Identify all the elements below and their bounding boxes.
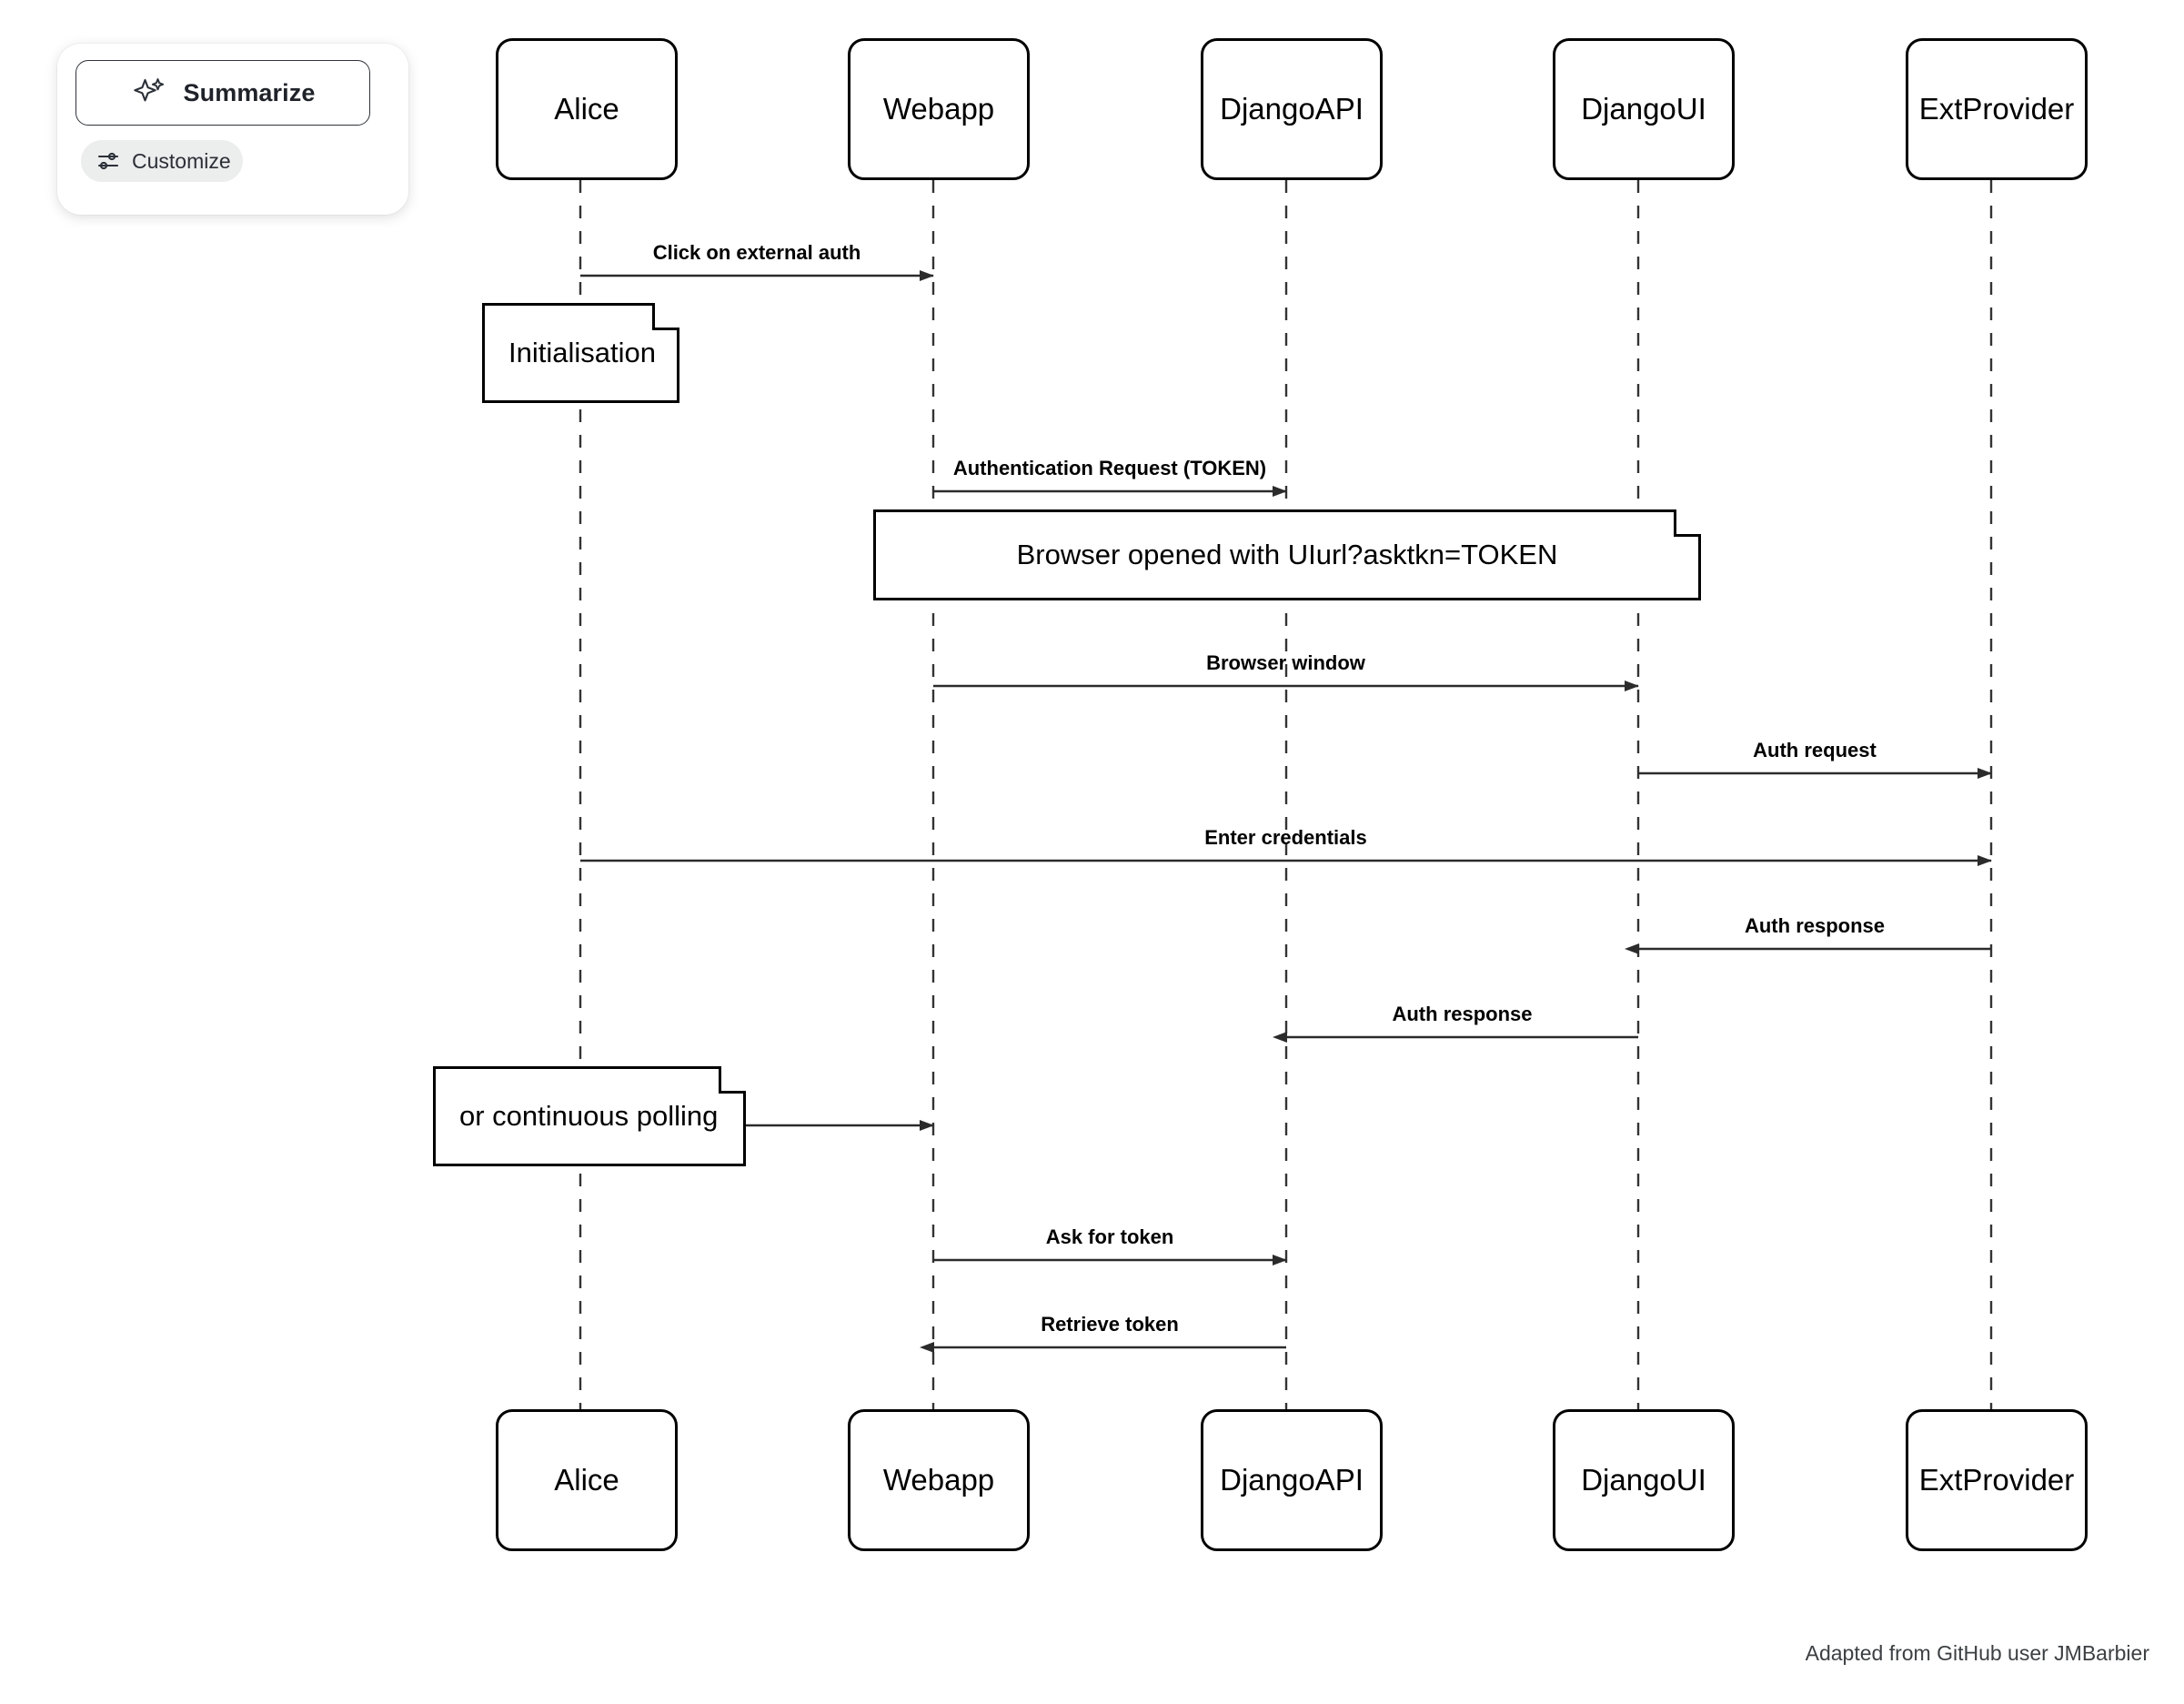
note-text: Browser opened with UIurl?asktkn=TOKEN [1016, 539, 1558, 570]
participant-box-alice-bottom[interactable]: Alice [496, 1409, 678, 1551]
diagram-credit: Adapted from GitHub user JMBarbier [1805, 1641, 2149, 1665]
summarize-button-label: Summarize [183, 78, 316, 106]
ai-assistant-panel: Summarize Customize [57, 44, 408, 215]
participant-box-alice-top[interactable]: Alice [496, 38, 678, 180]
participant-box-djangoapi-bottom[interactable]: DjangoAPI [1201, 1409, 1383, 1551]
message-label-5: Auth response [1744, 914, 1886, 937]
participant-label: Webapp [882, 92, 995, 126]
message-label-2: Browser window [1206, 651, 1365, 674]
participant-box-webapp-bottom[interactable]: Webapp [848, 1409, 1030, 1551]
note-initialisation[interactable]: Initialisation [482, 299, 682, 403]
participant-box-extprovider-top[interactable]: ExtProvider [1906, 38, 2088, 180]
customize-button-label: Customize [132, 148, 231, 173]
participant-label: DjangoUI [1581, 1463, 1706, 1497]
message-label-0: Click on external auth [652, 241, 861, 264]
participant-label: DjangoUI [1581, 92, 1706, 126]
participant-label: ExtProvider [1918, 92, 2075, 126]
message-label-6: Auth response [1392, 1003, 1533, 1025]
lifelines-group [579, 180, 1993, 1409]
participant-box-djangoapi-top[interactable]: DjangoAPI [1201, 38, 1383, 180]
participant-label: Webapp [882, 1463, 995, 1497]
participant-label: ExtProvider [1918, 1463, 2075, 1497]
note-fold-corner [651, 299, 682, 330]
note-browser-opened[interactable]: Browser opened with UIurl?asktkn=TOKEN [873, 506, 1704, 600]
note-continuous-polling[interactable]: or continuous polling [433, 1063, 749, 1166]
note-text: Initialisation [508, 337, 656, 368]
participant-box-djangoui-bottom[interactable]: DjangoUI [1553, 1409, 1735, 1551]
message-label-4: Enter credentials [1204, 826, 1367, 849]
message-arrows-group [580, 270, 1992, 1353]
sparkle-icon [131, 75, 167, 111]
participant-box-djangoui-top[interactable]: DjangoUI [1553, 38, 1735, 180]
note-text: or continuous polling [459, 1100, 719, 1132]
participant-box-extprovider-bottom[interactable]: ExtProvider [1906, 1409, 2088, 1551]
participant-box-webapp-top[interactable]: Webapp [848, 38, 1030, 180]
sliders-icon [96, 148, 121, 174]
message-label-1: Authentication Request (TOKEN) [952, 457, 1267, 479]
message-label-3: Auth request [1753, 739, 1877, 761]
participant-label: DjangoAPI [1220, 92, 1364, 126]
note-fold-corner [718, 1063, 749, 1094]
participant-label: Alice [554, 92, 619, 126]
summarize-button[interactable]: Summarize [75, 60, 370, 126]
customize-button[interactable]: Customize [81, 140, 243, 182]
participant-label: DjangoAPI [1220, 1463, 1364, 1497]
note-fold-corner [1673, 506, 1704, 537]
message-label-9: Retrieve token [1041, 1313, 1179, 1336]
message-label-8: Ask for token [1045, 1225, 1174, 1248]
participant-label: Alice [554, 1463, 619, 1497]
